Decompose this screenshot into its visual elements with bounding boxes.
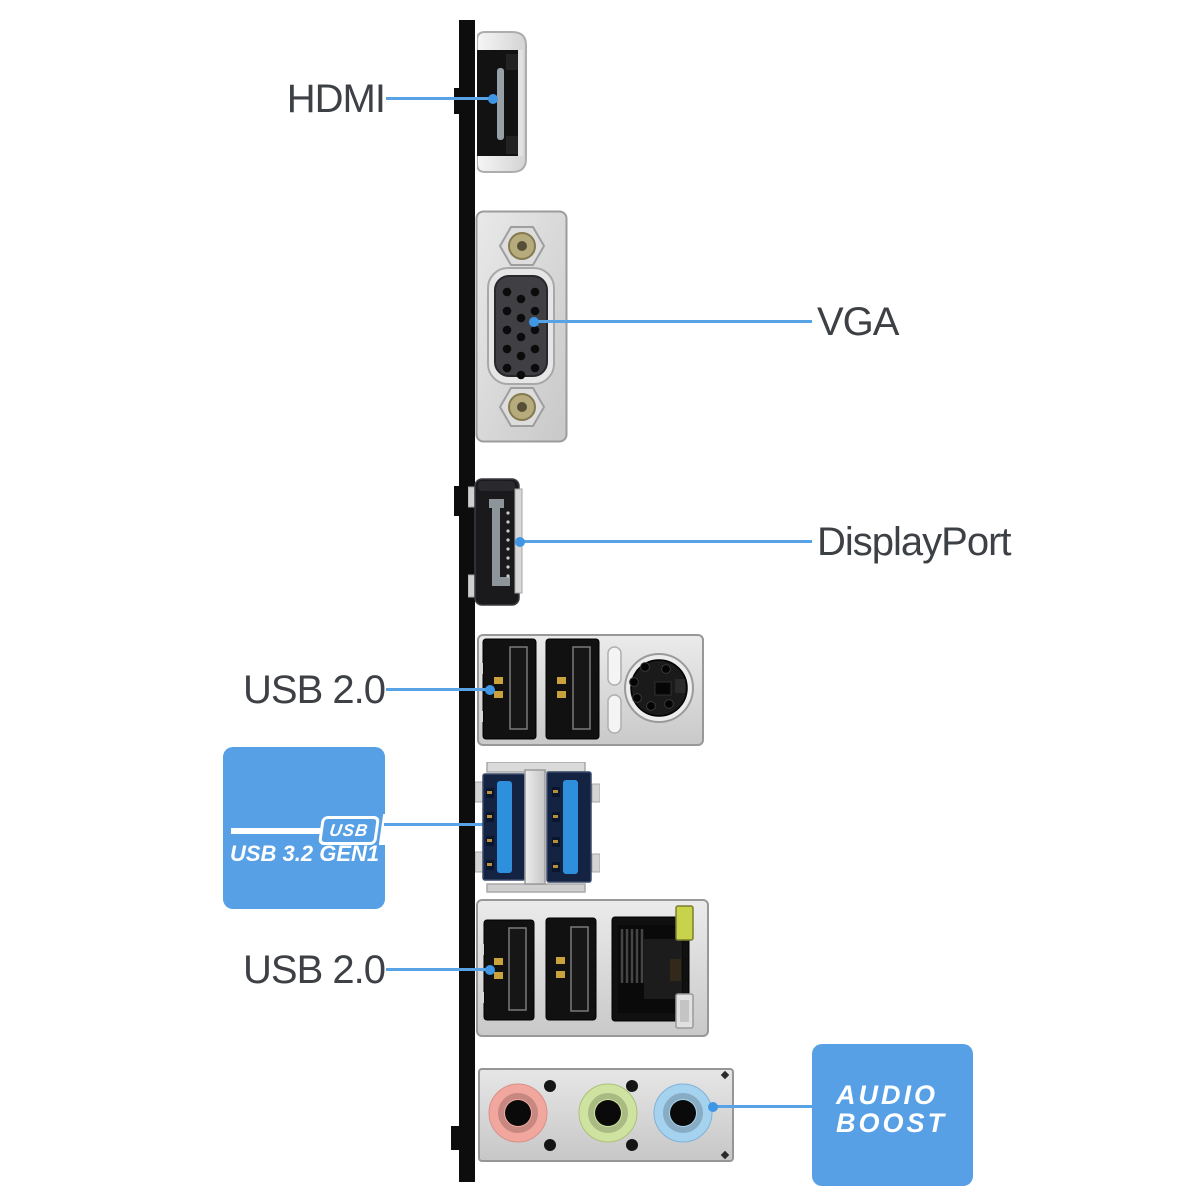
io-shield-edge-nub xyxy=(454,88,459,114)
hdmi-leader-line xyxy=(386,97,492,100)
displayport-label: DisplayPort xyxy=(817,520,1012,564)
audio-boost-line1: AUDIO xyxy=(836,1080,938,1110)
usb2-bottom-leader-dot xyxy=(485,965,495,975)
hdmi-leader-dot xyxy=(488,94,498,104)
displayport-leader-line xyxy=(522,540,812,543)
audio-leader-dot xyxy=(708,1102,718,1112)
audio-jacks-icon xyxy=(478,1068,734,1162)
ps2-port-icon xyxy=(624,653,694,723)
mic-jack-icon xyxy=(488,1083,548,1143)
hdmi-label: HDMI xyxy=(286,77,386,121)
usb-logo-line xyxy=(231,828,321,834)
usb3-ports-icon xyxy=(475,762,600,893)
audio-boost-badge: AUDIO BOOST xyxy=(812,1044,973,1186)
usb2-top-label: USB 2.0 xyxy=(243,668,386,712)
lineout-jack-icon xyxy=(578,1083,638,1143)
io-shield-edge-nub xyxy=(454,486,459,516)
usb2-top-leader-line xyxy=(386,688,488,691)
usb2-top-leader-dot xyxy=(485,685,495,695)
ethernet-port-icon xyxy=(611,916,690,1022)
usb32-caption: USB 3.2 GEN1 xyxy=(230,841,380,866)
io-shield-edge-nub xyxy=(451,1126,459,1150)
vga-leader-line xyxy=(536,320,812,323)
linein-jack-icon xyxy=(653,1083,713,1143)
usb2-ps2-cluster-icon xyxy=(477,634,704,746)
usb-logo-tick xyxy=(378,814,385,845)
hdmi-port-icon xyxy=(477,31,527,173)
usb32-gen1-badge: USB USB 3.2 GEN1 xyxy=(223,747,385,909)
displayport-leader-dot xyxy=(515,537,525,547)
audio-boost-line2: BOOST xyxy=(836,1108,948,1138)
usb2-bottom-label: USB 2.0 xyxy=(243,948,386,992)
vga-leader-dot xyxy=(529,317,539,327)
io-shield-edge-bar xyxy=(459,20,475,1182)
vga-port-icon xyxy=(475,210,568,443)
vga-label: VGA xyxy=(817,300,899,344)
audio-leader-line xyxy=(715,1105,814,1108)
usb2-lan-cluster-icon xyxy=(476,899,709,1037)
usb2-bottom-leader-line xyxy=(386,968,488,971)
usb32-leader-line xyxy=(384,823,490,826)
